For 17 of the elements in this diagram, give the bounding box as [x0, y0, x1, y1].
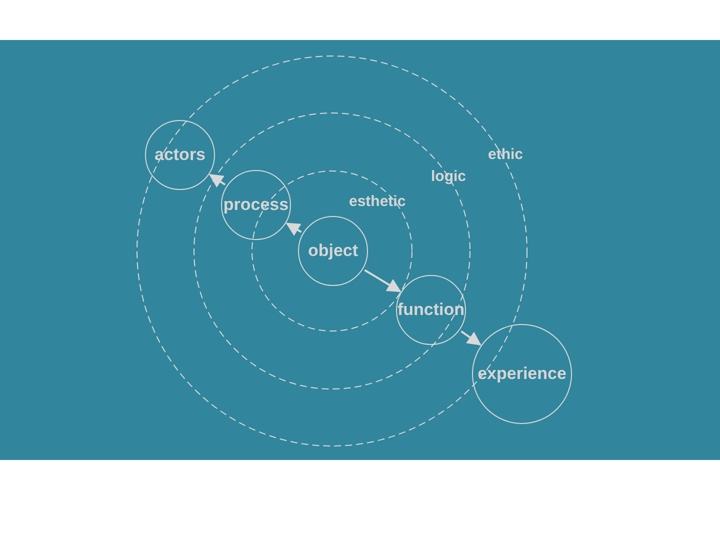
- node-label: process: [223, 195, 289, 215]
- circle-node: [145, 120, 215, 190]
- arrow: [208, 174, 226, 188]
- arrow: [364, 269, 402, 292]
- node-label: function: [397, 300, 465, 320]
- ring-label: ethic: [488, 146, 524, 163]
- node-label: object: [308, 241, 358, 261]
- circle-node: [298, 216, 368, 286]
- node-label: actors: [154, 145, 206, 165]
- arrow: [286, 222, 302, 236]
- ring-label: esthetic: [349, 193, 406, 210]
- circle-node: [221, 170, 291, 240]
- ring-label: logic: [431, 168, 466, 185]
- arrow: [460, 330, 482, 346]
- node-label: experience: [478, 364, 566, 384]
- circle-node: [396, 275, 466, 345]
- circle-node: [472, 324, 572, 424]
